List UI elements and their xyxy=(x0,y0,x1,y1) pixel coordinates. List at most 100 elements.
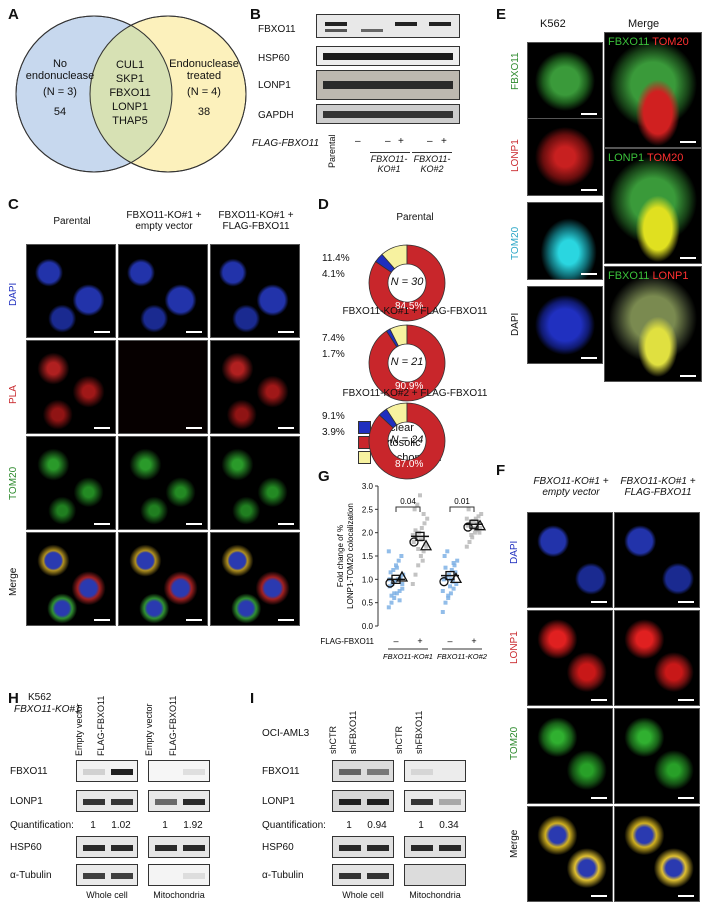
data-point xyxy=(442,554,447,558)
micrograph xyxy=(210,340,300,434)
data-point xyxy=(465,523,470,528)
panel-label-i: I xyxy=(250,690,255,707)
x-sign: + xyxy=(471,636,476,646)
x-sign: – xyxy=(393,636,398,646)
donut-chart xyxy=(368,402,446,480)
blot-b-sign: + xyxy=(441,136,447,147)
venn-right-title: Endonuclease treated xyxy=(169,58,239,82)
c-col-header: FBXO11-KO#1 + empty vector xyxy=(126,210,202,232)
quant-value: 1.92 xyxy=(183,820,203,831)
blot-strip xyxy=(332,836,394,858)
micrograph xyxy=(118,436,208,530)
blot-b-flag-label: FLAG-FBXO11 xyxy=(252,138,320,149)
legend-swatch-nuclear xyxy=(358,421,371,434)
micrograph xyxy=(118,244,208,338)
d-donut-title: FBXO11-KO#1 + FLAG-FBXO11 xyxy=(342,306,488,317)
venn-shared-item: FBXO11 xyxy=(109,87,151,99)
blot-strip xyxy=(148,790,210,812)
micrograph xyxy=(527,286,603,364)
d-label-mito: 7.4% xyxy=(322,333,345,344)
venn-diagram xyxy=(15,15,247,173)
e-merge-label: LONP1 TOM20 xyxy=(608,152,684,164)
data-point xyxy=(397,598,402,603)
blot-b-row-label: LONP1 xyxy=(258,80,291,91)
data-point xyxy=(471,519,476,523)
i-lane: shCTR xyxy=(328,725,338,754)
h-lane: Empty vector xyxy=(74,703,84,756)
blot-b-sign: – xyxy=(427,136,433,147)
data-point xyxy=(452,563,457,568)
blot-strip xyxy=(76,790,138,812)
donut-slice-cytosolic xyxy=(368,244,446,322)
blot-b-sign: – xyxy=(385,136,391,147)
blot-strip xyxy=(76,760,138,782)
data-point xyxy=(476,514,481,519)
i-lane: shCTR xyxy=(394,725,404,754)
quant-value: 1.02 xyxy=(111,820,131,831)
blot-b-row-label: HSP60 xyxy=(258,53,290,64)
data-point xyxy=(466,507,471,512)
micrograph xyxy=(26,532,116,626)
d-label-cyto: 90.9% xyxy=(395,381,424,392)
e-row-label: FBXO11 xyxy=(510,52,521,90)
c-row-label: DAPI xyxy=(8,282,19,306)
y-tick-label: 3.0 xyxy=(362,482,374,491)
mean-marker xyxy=(439,577,449,587)
blot-strip xyxy=(404,760,466,782)
data-point xyxy=(422,521,427,526)
sig-bracket xyxy=(449,506,475,512)
data-point xyxy=(474,521,479,526)
i-lane: shFBXO11 xyxy=(348,710,358,754)
blot-strip xyxy=(332,790,394,812)
c-row-label: PLA xyxy=(8,385,19,404)
data-point xyxy=(387,584,392,589)
blot-b-sign: – xyxy=(355,136,361,147)
p-value: 0.01 xyxy=(454,497,470,506)
legend-swatch-mitochondrial xyxy=(358,451,371,464)
venn-left-title: No endonuclease xyxy=(25,58,95,82)
h-lane: FLAG-FBXO11 xyxy=(96,695,106,756)
blot-strip xyxy=(332,760,394,782)
micrograph xyxy=(614,512,700,608)
micrograph xyxy=(210,244,300,338)
data-point xyxy=(472,530,477,535)
h-cell: K562 xyxy=(28,692,52,703)
data-point xyxy=(451,561,456,565)
panel-label-a: A xyxy=(8,6,19,23)
blot-strip xyxy=(148,760,210,782)
blot-row-label: α-Tubulin xyxy=(262,870,304,881)
blot-b-lane: FBXO11-KO#2 xyxy=(413,154,451,174)
data-point xyxy=(412,507,417,512)
data-point xyxy=(392,596,397,600)
micrograph xyxy=(26,244,116,338)
data-point xyxy=(479,512,484,516)
blot-strip xyxy=(404,836,466,858)
fraction-label: Mitochondria xyxy=(153,890,205,900)
micrograph xyxy=(527,118,603,196)
data-point xyxy=(400,586,405,591)
data-point xyxy=(450,579,455,584)
data-point xyxy=(418,537,423,542)
data-point xyxy=(410,533,415,537)
blot-strip xyxy=(148,836,210,858)
f-row-label: LONP1 xyxy=(509,631,520,664)
d-donut-n: N = 30 xyxy=(390,276,424,288)
d-label-nuclear: 4.1% xyxy=(322,269,345,280)
blot-strip xyxy=(76,836,138,858)
merge-micrograph xyxy=(604,148,702,264)
data-point xyxy=(418,493,422,498)
d-label-cyto: 84.5% xyxy=(395,301,424,312)
micrograph xyxy=(614,708,700,804)
data-point xyxy=(443,600,448,605)
d-label-cyto: 87.0% xyxy=(395,459,424,470)
fraction-label: Whole cell xyxy=(342,890,384,900)
micrograph xyxy=(210,436,300,530)
data-point xyxy=(424,544,429,549)
data-point xyxy=(447,572,452,577)
data-point xyxy=(416,547,421,551)
i-lane: shFBXO11 xyxy=(414,710,424,754)
c-row-label: Merge xyxy=(8,567,19,596)
data-point xyxy=(394,591,399,596)
data-point xyxy=(388,570,393,575)
data-point xyxy=(449,568,454,572)
